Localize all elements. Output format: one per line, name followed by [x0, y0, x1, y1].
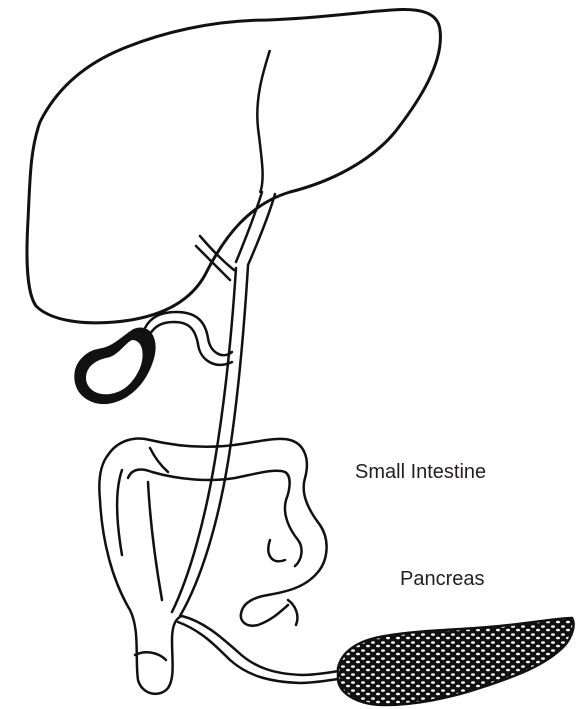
pancreas	[338, 618, 574, 705]
small-intestine-label: Small Intestine	[355, 461, 486, 484]
pancreatic-duct	[178, 616, 345, 683]
gallbladder	[76, 329, 154, 403]
pancreas-label: Pancreas	[400, 568, 485, 591]
liver	[27, 10, 440, 323]
